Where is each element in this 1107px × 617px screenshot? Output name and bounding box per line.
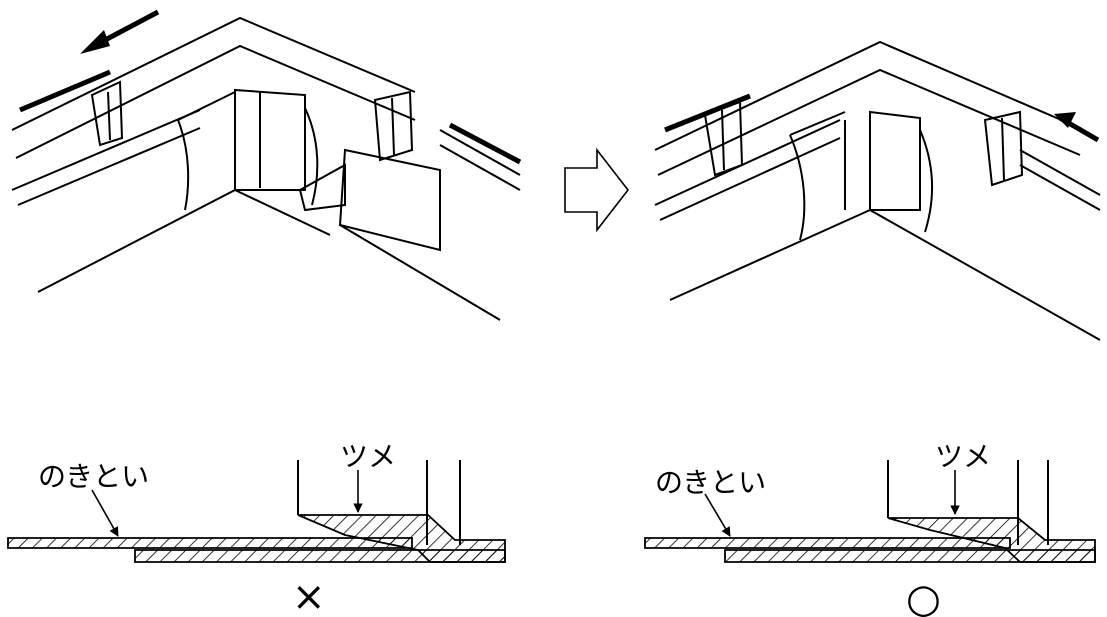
- slide-left-arrow-icon: [80, 9, 160, 54]
- claw-piece-right: [887, 517, 1096, 563]
- claw-label-right: ツメ: [935, 440, 991, 473]
- top-right-gutter-illustration: [654, 40, 1101, 341]
- bottom-left-section: のきとい ツメ ×: [7, 440, 506, 617]
- claw-piece: [297, 514, 506, 563]
- gutter-strip-right: [644, 537, 1011, 549]
- next-step-arrow-icon: [564, 147, 630, 233]
- claw-label: ツメ: [340, 440, 396, 473]
- top-left-gutter-illustration: [11, 9, 522, 321]
- correct-mark: ○: [906, 576, 941, 617]
- incorrect-mark: ×: [292, 574, 326, 617]
- gutter-label: のきとい: [38, 460, 149, 493]
- gutter-label-right: のきとい: [655, 466, 766, 499]
- gutter-strip: [7, 537, 413, 549]
- bottom-right-section: のきとい ツメ ○: [644, 440, 1096, 617]
